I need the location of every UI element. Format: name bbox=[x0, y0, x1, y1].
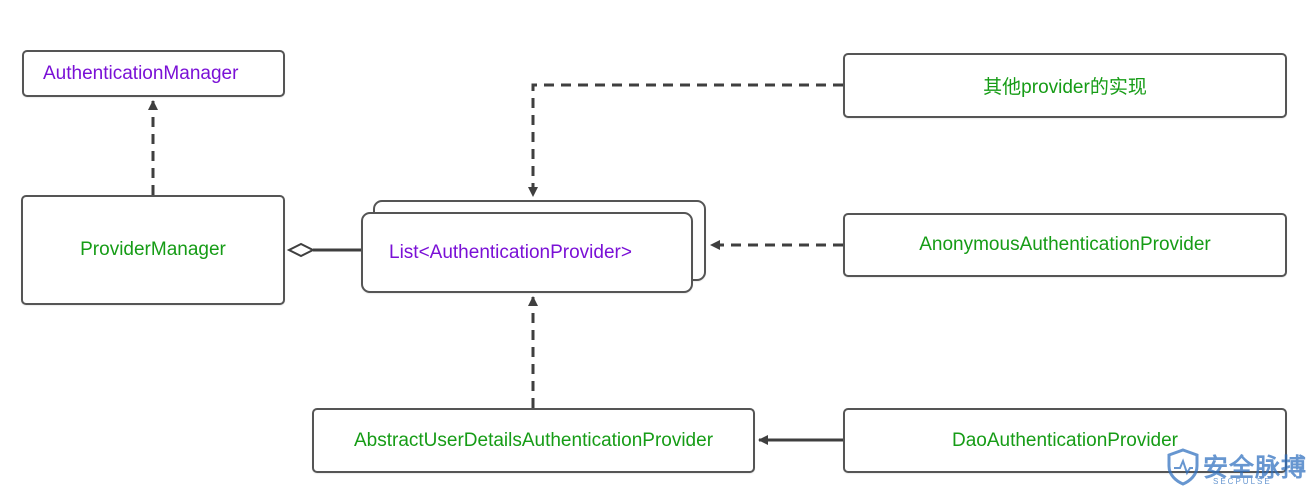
anonymous-authentication-provider-label: AnonymousAuthenticationProvider bbox=[919, 234, 1211, 255]
list-authentication-provider-node: List<AuthenticationProvider> bbox=[361, 212, 693, 293]
dao-authentication-provider-node: DaoAuthenticationProvider bbox=[843, 408, 1287, 473]
watermark-subtitle: SECPULSE bbox=[1213, 477, 1272, 486]
other-provider-label: 其他provider的实现 bbox=[983, 77, 1147, 98]
watermark-title: 安全脉搏 bbox=[1203, 454, 1308, 482]
provider-manager-label: ProviderManager bbox=[80, 239, 226, 260]
aggregation-diamond-icon bbox=[286, 242, 316, 258]
provider-manager-node: ProviderManager bbox=[21, 195, 285, 305]
anonymous-authentication-provider-node: AnonymousAuthenticationProvider bbox=[843, 213, 1287, 277]
other-provider-node: 其他provider的实现 bbox=[843, 53, 1287, 118]
other-provider-to-list-arrow bbox=[528, 83, 843, 197]
list-authentication-provider-label: List<AuthenticationProvider> bbox=[389, 241, 632, 263]
authentication-manager-label: AuthenticationManager bbox=[43, 62, 239, 84]
shield-icon bbox=[1167, 448, 1199, 486]
authentication-manager-node: AuthenticationManager bbox=[22, 50, 285, 97]
abstract-user-details-authentication-provider-node: AbstractUserDetailsAuthenticationProvide… bbox=[312, 408, 755, 473]
secpulse-watermark: 安全脉搏 SECPULSE bbox=[1166, 444, 1311, 498]
abstract-user-details-authentication-provider-label: AbstractUserDetailsAuthenticationProvide… bbox=[353, 429, 714, 451]
dao-authentication-provider-label: DaoAuthenticationProvider bbox=[951, 429, 1179, 451]
